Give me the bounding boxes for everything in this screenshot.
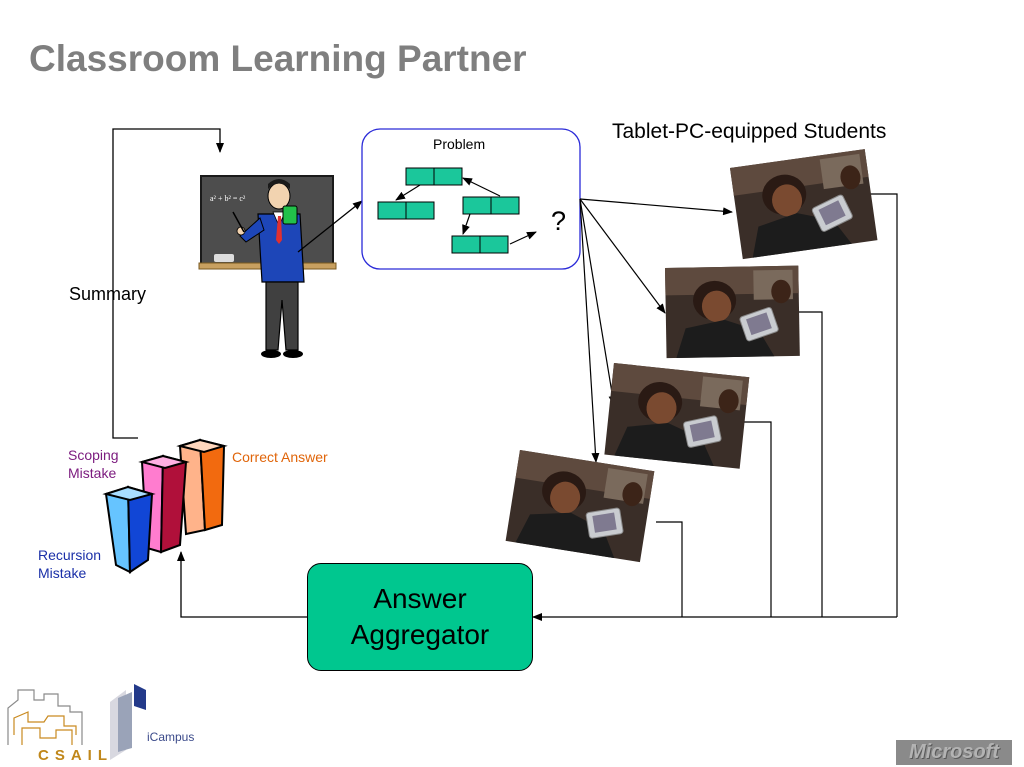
microsoft-logo: Microsoft [896,740,1012,765]
answer-aggregator-label: Answer Aggregator [350,583,490,650]
blackboard-formula: a² + b² = c² [210,194,246,203]
correct-answer-label: Correct Answer [232,449,328,465]
tree-node [462,196,520,215]
question-mark: ? [551,206,567,236]
correct-answer-bar [176,438,228,536]
icampus-logo-text: iCampus [147,730,195,744]
answer-aggregator-box: Answer Aggregator [307,563,533,671]
scoping-mistake-label: Scoping Mistake [68,447,119,481]
problem-box [361,128,581,270]
return-lines [532,193,898,621]
student-photo [664,265,801,359]
microsoft-logo-text: Microsoft [909,741,999,763]
distribution-arrows [579,198,733,463]
student-photo [729,148,878,260]
student-photo [505,449,655,563]
tree-node [405,167,463,186]
answer-histogram [102,438,228,574]
tree-node [377,201,435,220]
csail-logo [7,689,83,745]
problem-label: Problem [433,136,486,152]
teacher-illustration: a² + b² = c² [198,175,337,358]
summary-loop-line [112,128,224,439]
slide-title: Classroom Learning Partner [29,38,527,79]
student-photo [603,362,750,470]
csail-logo-text: CSAIL [38,747,113,764]
icampus-logo [110,684,146,760]
recursion-mistake-bar [102,485,156,574]
teacher-to-problem-arrow [297,200,363,253]
summary-label: Summary [69,284,147,304]
students-label: Tablet-PC-equipped Students [612,120,887,143]
tree-node [451,235,509,254]
recursion-mistake-label: Recursion Mistake [38,547,102,581]
aggregator-to-histogram-arrow [177,551,307,618]
